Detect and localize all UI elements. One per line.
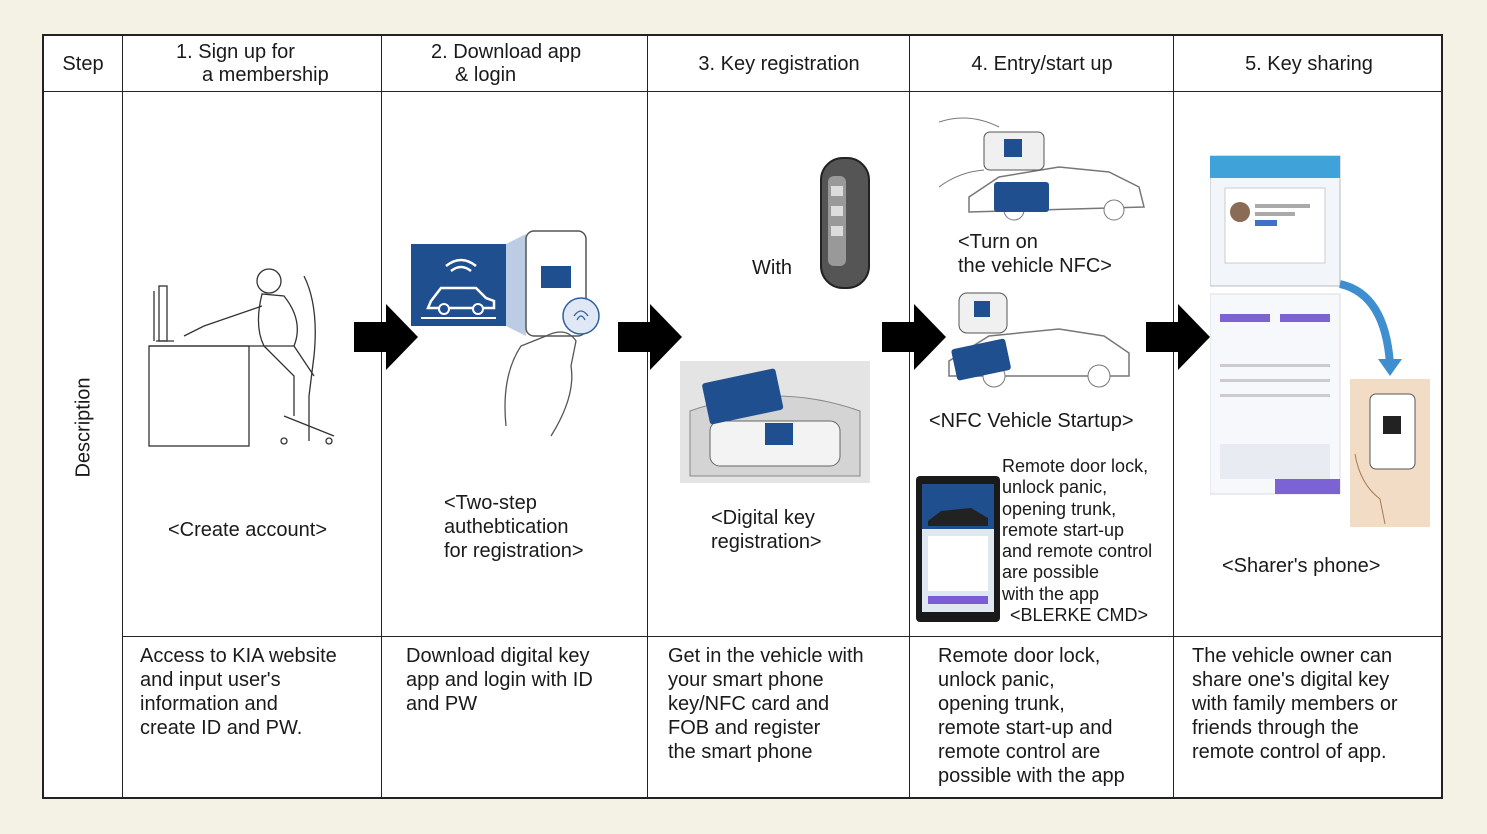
header-step-2-line1: 2. Download app — [431, 41, 582, 63]
arrow-right-icon — [882, 304, 946, 370]
nfc-pad-illustration — [680, 361, 870, 483]
desc-4-line-6: possible with the app — [938, 765, 1125, 787]
caption-two-step-auth-line1: <Two-step — [444, 492, 537, 514]
caption-two-step-auth: <Two-step authebtication for registratio… — [444, 491, 584, 563]
remote-features-text: Remote door lock, unlock panic, opening … — [1002, 456, 1152, 626]
desc-2-line-2: app and login with ID — [406, 669, 593, 691]
person-at-computer-illustration — [148, 268, 335, 447]
two-step-auth-illustration — [411, 230, 600, 437]
header-step-1-line2: a membership — [202, 64, 329, 86]
car-key-badge — [411, 244, 506, 326]
row-divider — [44, 91, 1441, 92]
header-step-3: 3. Key registration — [698, 52, 860, 75]
desc-3-line-1: Get in the vehicle with — [668, 645, 864, 667]
remote-line-5: and remote control — [1002, 541, 1153, 562]
caption-digital-key-line2: registration> — [711, 531, 822, 553]
description-step-2: Download digital key app and login with … — [406, 644, 593, 716]
desc-5-line-4: friends through the — [1192, 717, 1359, 739]
desc-3-line-3: key/NFC card and — [668, 693, 830, 715]
with-label: With — [752, 257, 792, 279]
desc-4-line-1: Remote door lock, — [938, 645, 1101, 667]
key-sharing-illustration — [1210, 155, 1430, 527]
caption-two-step-auth-line2: authebtication — [444, 516, 569, 538]
desc-4-line-5: remote control are — [938, 741, 1101, 763]
key-fob-icon — [820, 157, 870, 289]
desc-2-line-3: and PW — [406, 693, 478, 715]
header-step-4: 4. Entry/start up — [971, 52, 1113, 75]
header-step-1: 1. Sign up for a membership — [124, 36, 381, 92]
remote-line-4: remote start-up — [1002, 519, 1125, 540]
desc-5-line-5: remote control of app. — [1192, 741, 1387, 763]
row-divider — [122, 636, 1441, 637]
nfc-door-illustration — [939, 117, 1145, 221]
desk — [148, 345, 250, 447]
caption-nfc-startup: <NFC Vehicle Startup> — [929, 410, 1134, 432]
remote-line-2: unlock panic, — [1002, 477, 1108, 498]
arrow-right-icon — [618, 304, 682, 370]
caption-turn-on-nfc-line2: the vehicle NFC> — [958, 255, 1112, 277]
desc-3-line-5: the smart phone — [668, 741, 813, 763]
header-step-2-line2: & login — [455, 64, 517, 86]
desc-1-line-1: Access to KIA website — [140, 645, 337, 667]
caption-turn-on-nfc: <Turn on the vehicle NFC> — [958, 230, 1112, 278]
col-divider — [647, 36, 648, 797]
caption-sharers-phone: <Sharer's phone> — [1222, 555, 1381, 577]
description-step-3: Get in the vehicle with your smart phone… — [668, 644, 864, 764]
desc-3-line-4: FOB and register — [668, 717, 821, 739]
step-header: Step — [62, 52, 104, 75]
header-step-2: 2. Download app & login — [383, 36, 647, 92]
remote-line-7: with the app — [1002, 583, 1100, 604]
col-divider — [1173, 36, 1174, 797]
desc-2-line-1: Download digital key — [406, 645, 590, 667]
remote-line-3: opening trunk, — [1002, 498, 1117, 519]
arrow-right-icon — [1146, 304, 1210, 370]
caption-create-account: <Create account> — [168, 519, 327, 541]
desc-5-line-3: with family members or — [1192, 693, 1398, 715]
header-step-1-line1: 1. Sign up for — [176, 41, 295, 63]
remote-line-6: are possible — [1002, 562, 1100, 583]
caption-two-step-auth-line3: for registration> — [444, 540, 584, 562]
desc-1-line-3: information and — [140, 693, 278, 715]
desc-3-line-2: your smart phone — [668, 669, 824, 691]
description-step-4: Remote door lock, unlock panic, opening … — [938, 644, 1125, 788]
desc-5-line-1: The vehicle owner can — [1192, 645, 1393, 667]
desc-4-line-2: unlock panic, — [938, 669, 1055, 691]
col-divider — [381, 36, 382, 797]
remote-line-8: <BLERKE CMD> — [1010, 605, 1149, 626]
desc-4-line-3: opening trunk, — [938, 693, 1065, 715]
desc-1-line-2: and input user's — [140, 669, 281, 691]
header-step-5: 5. Key sharing — [1245, 52, 1373, 75]
description-step-1: Access to KIA website and input user's i… — [140, 644, 337, 740]
head — [256, 268, 282, 294]
col-divider — [122, 36, 123, 797]
desc-5-line-2: share one's digital key — [1192, 669, 1390, 691]
caption-digital-key-line1: <Digital key — [711, 507, 815, 529]
col-divider — [909, 36, 910, 797]
remote-line-1: Remote door lock, — [1002, 456, 1149, 476]
description-row-label: Description — [72, 377, 95, 478]
arrow-right-icon — [354, 304, 418, 370]
process-table: Step 1. Sign up for a membership 2. Down… — [42, 34, 1443, 799]
monitor — [158, 285, 168, 342]
description-step-5: The vehicle owner can share one's digita… — [1192, 644, 1398, 764]
nfc-startup-illustration — [948, 292, 1130, 388]
desc-1-line-4: create ID and PW. — [140, 717, 303, 739]
desc-4-line-4: remote start-up and — [938, 717, 1113, 739]
app-phone-illustration — [916, 476, 1000, 622]
caption-turn-on-nfc-line1: <Turn on — [958, 231, 1038, 253]
caption-digital-key: <Digital key registration> — [711, 506, 822, 554]
